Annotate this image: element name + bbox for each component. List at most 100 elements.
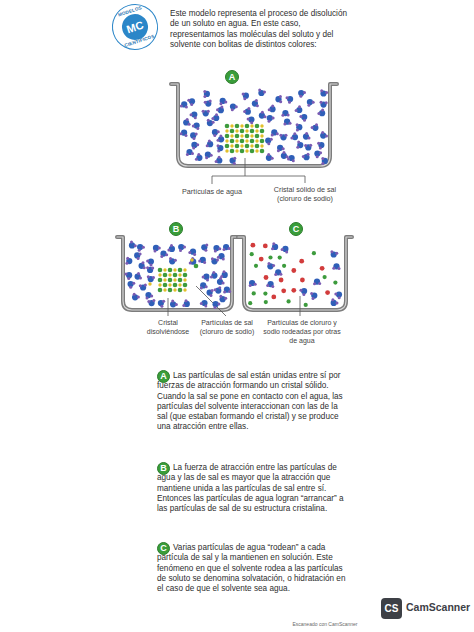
water-hydrogen [139,284,142,287]
beaker-a-glass [171,84,337,166]
sodium-ion [178,273,181,276]
sodium-ion [304,303,308,307]
water-hydrogen [134,244,137,247]
sodium-ion [252,291,256,295]
chloride-ion [225,134,230,139]
water-hydrogen [193,253,196,256]
sodium-ion [264,300,268,304]
water-hydrogen [274,273,277,276]
water-hydrogen [147,300,150,303]
water-hydrogen [154,250,157,253]
chloride-ion [260,129,265,134]
water-hydrogen [125,262,128,265]
step-badge: A [157,370,170,383]
water-hydrogen [283,123,286,126]
leader-salt [196,286,226,316]
water-hydrogen [271,134,274,137]
water-hydrogen [192,125,195,128]
water-hydrogen [267,153,270,156]
water-hydrogen [338,296,341,299]
water-hydrogen [175,303,178,306]
water-hydrogen [146,260,149,263]
water-hydrogen [310,292,313,295]
sodium-ion [323,275,327,279]
sodium-ion [254,264,258,268]
water-hydrogen [205,156,208,159]
water-hydrogen [207,119,210,122]
water-hydrogen [126,257,129,260]
sodium-ion [190,258,193,261]
water-hydrogen [147,275,150,278]
water-hydrogen [137,296,140,299]
sodium-ion [250,134,253,137]
water-hydrogen [321,131,324,134]
chloride-ion [183,273,188,278]
water-hydrogen [139,277,142,280]
chloride-ion [245,144,250,149]
water-hydrogen [281,248,284,251]
water-hydrogen [271,247,274,250]
water-hydrogen [180,105,183,108]
water-hydrogen [219,295,222,298]
sodium-ion [158,273,161,276]
badge-letter: A [160,372,167,381]
water-hydrogen [281,114,284,117]
water-hydrogen [283,151,286,154]
chloride-ion [163,273,168,278]
water-hydrogen [224,101,227,104]
water-hydrogen [299,95,302,98]
water-hydrogen [209,99,212,102]
explanation-text: Varias partículas de agua “rodean” a cad… [157,543,349,594]
chloride-ion [168,278,173,283]
water-hydrogen [302,293,305,296]
sodium-ion [250,252,254,256]
leader-crystal [168,298,169,316]
water-hydrogen [296,128,299,131]
water-hydrogen [188,251,191,254]
sodium-ion [260,124,263,127]
water-hydrogen [279,134,282,137]
sodium-ion [255,149,258,152]
water-hydrogen [203,261,206,264]
water-hydrogen [319,147,322,150]
water-hydrogen [194,116,197,119]
badge-letter: B [160,464,167,473]
chloride-ion [245,124,250,129]
chloride-ion [264,275,269,280]
sodium-ion [230,124,233,127]
water-hydrogen [196,127,199,130]
water-hydrogen [192,147,195,150]
step-badge: C [289,222,303,236]
chloride-ion [255,124,260,129]
chloride-ion [158,278,163,283]
water-hydrogen [204,249,207,252]
leader-ions [300,296,301,316]
chloride-ion [230,149,235,154]
sodium-ion [230,144,233,147]
sodium-ion [268,255,272,259]
sodium-ion [248,301,252,305]
leader-lines [168,158,305,316]
chloride-ion [251,243,256,248]
water-hydrogen [190,103,193,106]
leader-a [212,158,305,184]
water-hydrogen [316,155,319,158]
sodium-ion [178,283,181,286]
water-hydrogen [210,276,213,279]
water-hydrogen [233,162,236,165]
sodium-ion [148,282,151,285]
beaker-c-glass [238,237,352,310]
water-hydrogen [311,126,314,129]
water-hydrogen [195,158,198,161]
water-hydrogen [193,137,196,140]
step-badge: B [169,222,183,236]
water-hydrogen [170,244,173,247]
water-hydrogen [320,89,323,92]
water-hydrogen [330,250,333,253]
water-hydrogen [179,249,182,252]
part-label: Partículas de cloruro y sodio rodeadas p… [262,319,342,345]
water-hydrogen [325,134,328,137]
chloride-ion [163,283,168,288]
water-hydrogen [321,157,324,160]
app-logo: CS [381,598,402,619]
